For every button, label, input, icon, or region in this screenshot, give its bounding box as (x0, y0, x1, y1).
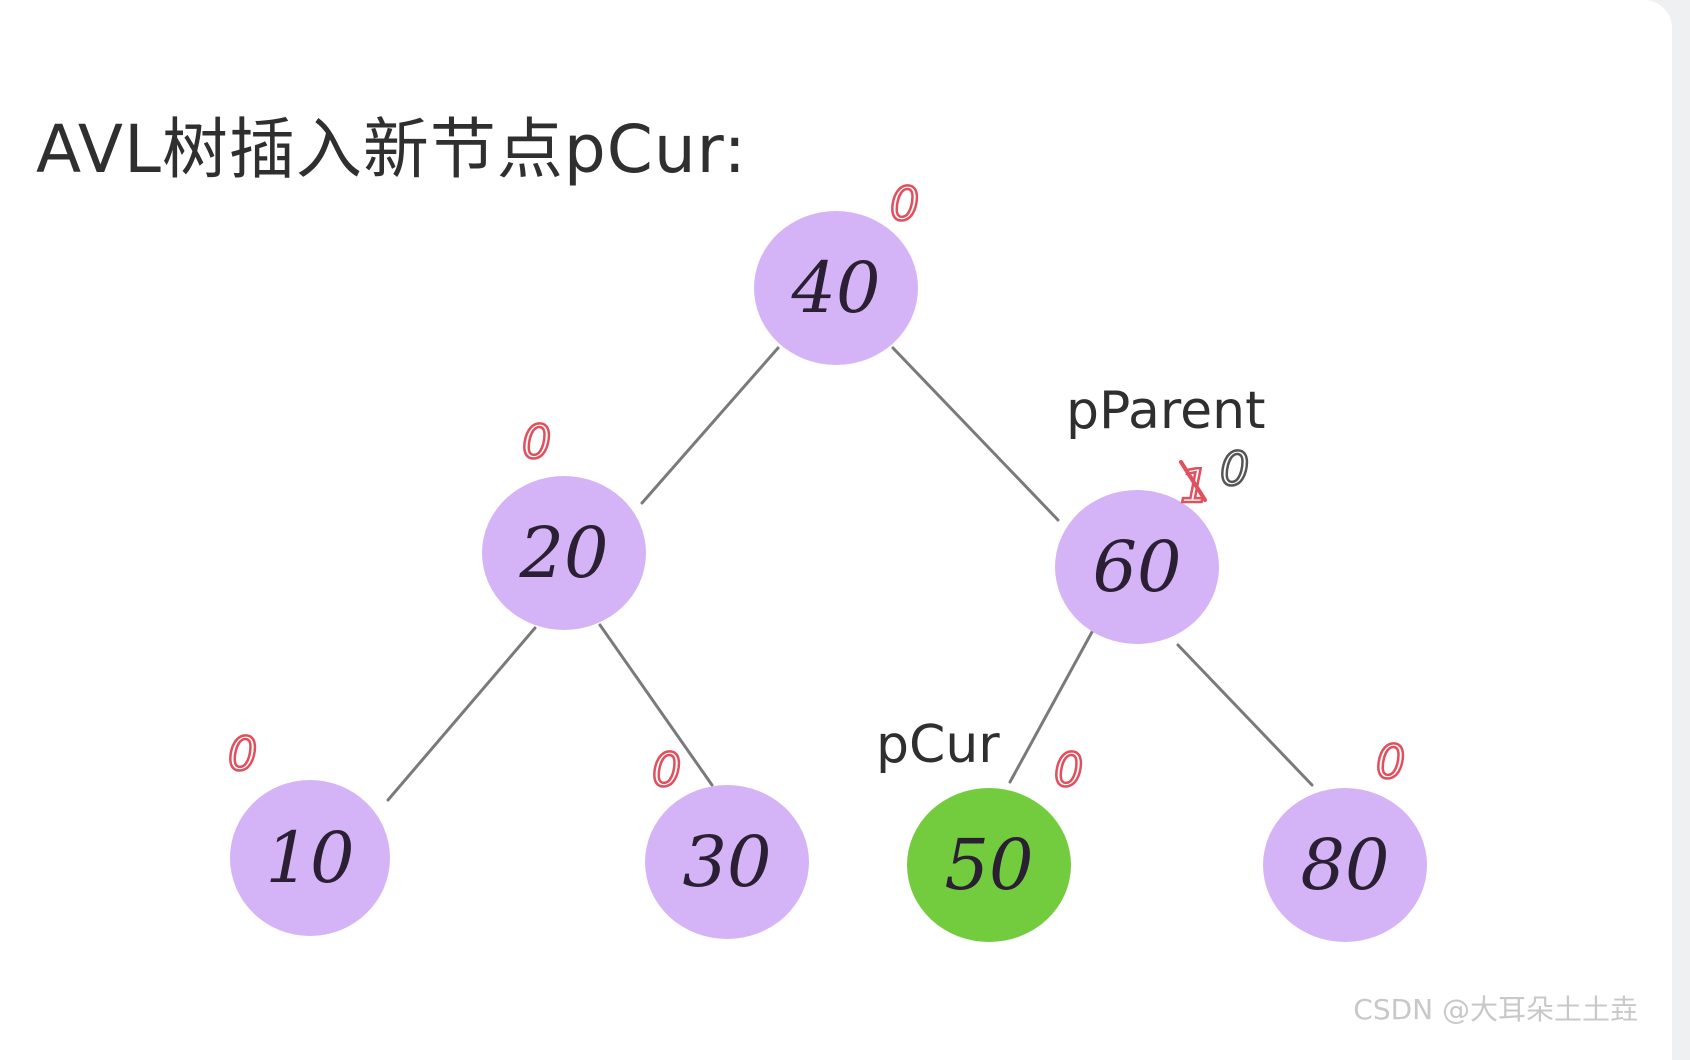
node-80-value: 80 (1300, 824, 1389, 906)
diagram-title: AVL树插入新节点pCur: (36, 111, 747, 188)
balance-10: 0 (228, 727, 257, 781)
edge-20-30 (598, 623, 714, 787)
node-30-value: 30 (682, 821, 771, 903)
balance-20: 0 (522, 415, 551, 469)
watermark: CSDN @大耳朵土土垚 (1353, 993, 1638, 1026)
balance-60-new: 0 (1220, 442, 1249, 496)
balance-80: 0 (1376, 735, 1405, 789)
node-10-value: 10 (265, 817, 354, 899)
label-pparent: pParent (1066, 381, 1265, 441)
balance-40: 0 (890, 177, 919, 231)
node-60-value: 60 (1092, 526, 1181, 608)
edge-60-50 (1008, 630, 1094, 784)
node-50-value: 50 (944, 824, 1033, 906)
balance-60-strike (1179, 460, 1207, 502)
node-80: 80 (1263, 788, 1427, 942)
node-20: 20 (482, 476, 646, 630)
node-10: 10 (230, 780, 390, 936)
node-30: 30 (645, 785, 809, 939)
node-50-new: 50 (907, 788, 1071, 942)
node-20-value: 20 (518, 512, 608, 594)
edge-20-10 (386, 626, 537, 802)
node-40-value: 40 (790, 247, 880, 329)
node-60: 60 (1055, 490, 1219, 644)
edge-40-20 (640, 346, 780, 505)
balance-30: 0 (652, 743, 681, 797)
label-pcur: pCur (876, 715, 1000, 775)
node-40: 40 (754, 211, 918, 365)
balance-50: 0 (1054, 743, 1083, 797)
edge-40-60 (891, 346, 1060, 522)
edge-60-80 (1176, 643, 1314, 787)
